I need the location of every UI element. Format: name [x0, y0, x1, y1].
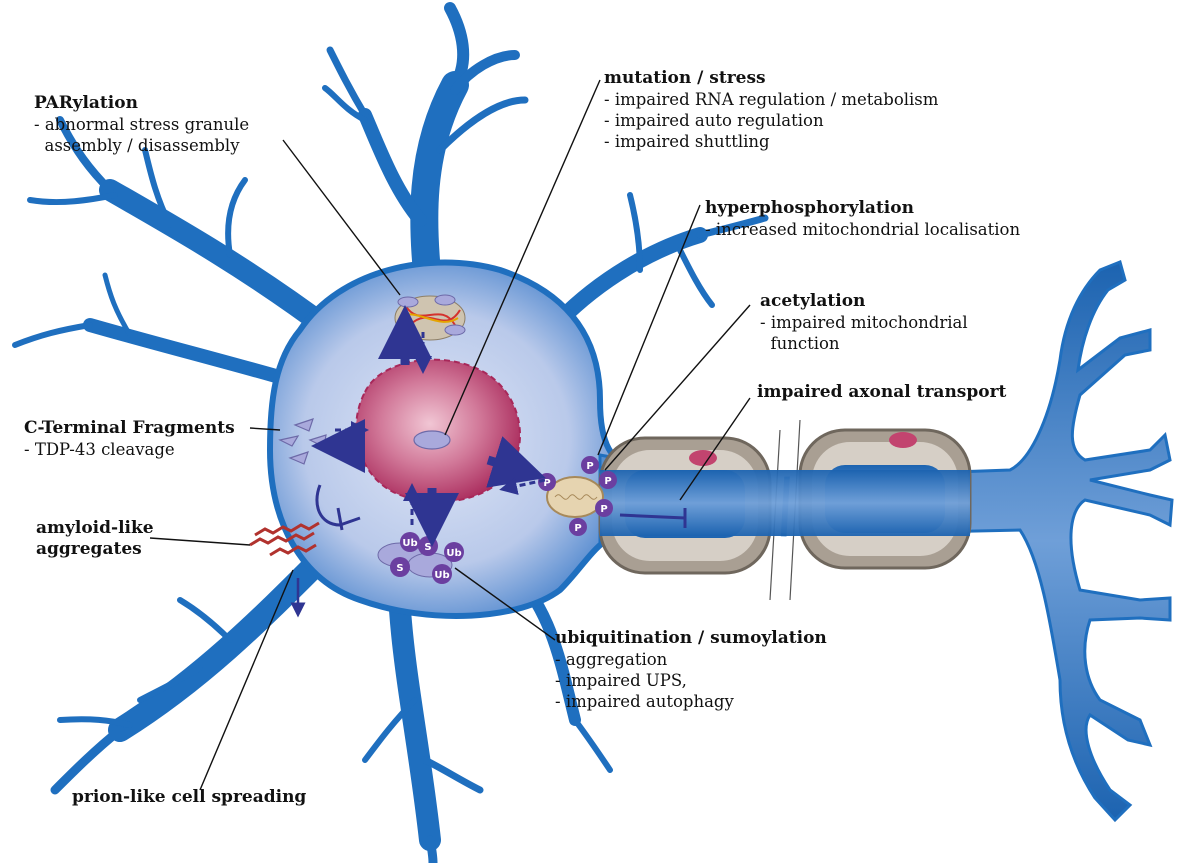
- axonal-transport-title: impaired axonal transport: [757, 382, 1006, 403]
- s-badge: S: [396, 563, 403, 574]
- ubiquitination-line-3: - impaired autophagy: [555, 691, 827, 712]
- p-badge: P: [574, 523, 581, 534]
- ctf-label: C-Terminal Fragments - TDP-43 cleavage: [24, 418, 235, 460]
- p-badge: P: [600, 504, 607, 515]
- p-badge: P: [586, 461, 593, 472]
- hyperphosphorylation-title: hyperphosphorylation: [705, 198, 1020, 219]
- mutation-line-1: - impaired RNA regulation / metabolism: [604, 89, 938, 110]
- parylation-line-1: - abnormal stress granule: [34, 114, 249, 135]
- acetylation-label: acetylation - impaired mitochondrial fun…: [760, 291, 968, 354]
- parylation-label: PARylation - abnormal stress granule ass…: [34, 93, 249, 156]
- ub-badge: Ub: [402, 538, 417, 549]
- ctf-title: C-Terminal Fragments: [24, 418, 235, 439]
- nucleus-icon: [356, 360, 520, 502]
- mutation-title: mutation / stress: [604, 68, 938, 89]
- amyloid-label: amyloid-like aggregates: [36, 518, 154, 560]
- mutation-line-2: - impaired auto regulation: [604, 110, 938, 131]
- ub-badge: Ub: [446, 548, 461, 559]
- hyperphosphorylation-label: hyperphosphorylation - increased mitocho…: [705, 198, 1020, 240]
- acetylation-line-1: - impaired mitochondrial: [760, 312, 968, 333]
- ctf-line-1: - TDP-43 cleavage: [24, 439, 235, 460]
- s-badge: S: [424, 542, 431, 553]
- acetylation-line-2: function: [760, 333, 968, 354]
- ubiquitination-line-2: - impaired UPS,: [555, 670, 827, 691]
- p-badge: P: [604, 476, 611, 487]
- parylation-line-2: assembly / disassembly: [34, 135, 249, 156]
- amyloid-title-2: aggregates: [36, 539, 154, 560]
- axonal-transport-label: impaired axonal transport: [757, 382, 1006, 403]
- hyperphosphorylation-line-1: - increased mitochondrial localisation: [705, 219, 1020, 240]
- ub-badge: Ub: [434, 570, 449, 581]
- mutation-line-3: - impaired shuttling: [604, 131, 938, 152]
- ubiquitination-line-1: - aggregation: [555, 649, 827, 670]
- ubiquitination-label: ubiquitination / sumoylation - aggregati…: [555, 628, 827, 712]
- acetylation-title: acetylation: [760, 291, 968, 312]
- mutation-label: mutation / stress - impaired RNA regulat…: [604, 68, 938, 152]
- prion-title: prion-like cell spreading: [72, 787, 306, 808]
- ubiquitination-title: ubiquitination / sumoylation: [555, 628, 827, 649]
- amyloid-title: amyloid-like: [36, 518, 154, 539]
- prion-label: prion-like cell spreading: [72, 787, 306, 808]
- parylation-title: PARylation: [34, 93, 249, 114]
